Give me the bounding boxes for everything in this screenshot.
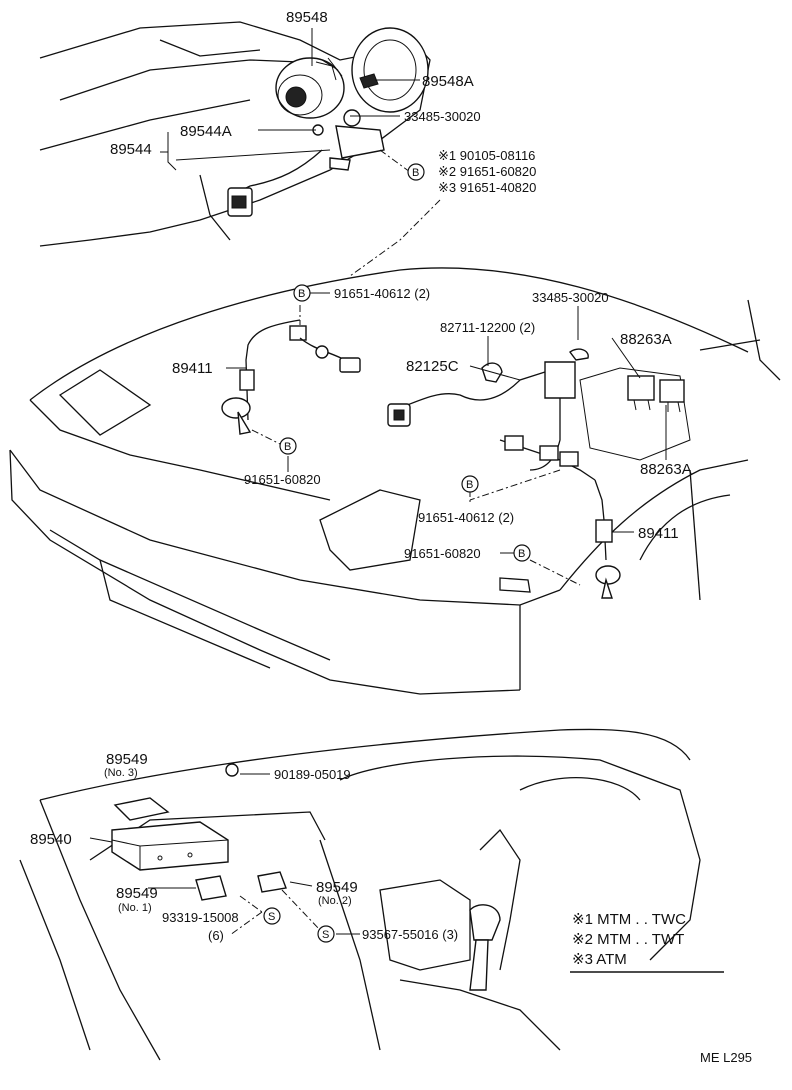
label-b-left: 91651-60820 xyxy=(244,472,321,487)
label-93319: 93319-15008 xyxy=(162,910,239,925)
marker-b: B xyxy=(284,441,291,453)
footer-code: ME L295 xyxy=(700,1050,752,1065)
label-89549-no3-sub: (No. 3) xyxy=(104,767,138,779)
leader-lines xyxy=(89,28,667,936)
label-89548A: 89548A xyxy=(422,73,474,90)
label-89411-left: 89411 xyxy=(172,360,213,377)
label-89544: 89544 xyxy=(110,141,152,158)
marker-letters: B B B B B S S xyxy=(268,167,525,941)
legend-line-2: ※2 MTM . . TWT xyxy=(572,931,684,948)
label-89549-no1: 89549 xyxy=(116,885,158,902)
label-88263A-top: 88263A xyxy=(620,331,672,348)
steering-column-illustration xyxy=(39,21,431,247)
marker-b: B xyxy=(518,548,525,560)
label-89411-right: 89411 xyxy=(638,525,679,542)
marker-b: B xyxy=(466,479,473,491)
label-89540: 89540 xyxy=(30,831,72,848)
part-labels: 89548 89548A 33485-30020 89544A 89544 ※1… xyxy=(30,9,692,943)
label-90189: 90189-05019 xyxy=(274,767,351,782)
label-bolt1: ※1 90105-08116 xyxy=(438,148,535,163)
label-93319-qty: (6) xyxy=(208,928,224,943)
marker-b: B xyxy=(412,167,419,179)
label-33485-mid: 33485-30020 xyxy=(532,290,609,305)
label-89549-no3: 89549 xyxy=(106,751,148,768)
marker-s: S xyxy=(268,911,275,923)
label-89549-no2-sub: (No. 2) xyxy=(318,895,352,907)
legend: ※1 MTM . . TWC ※2 MTM . . TWT ※3 ATM xyxy=(570,911,724,973)
bolt-markers xyxy=(279,163,531,562)
label-b-center2: 91651-60820 xyxy=(404,546,481,561)
label-33485-top: 33485-30020 xyxy=(404,109,481,124)
label-bolt2: ※2 91651-60820 xyxy=(438,164,536,179)
label-89549-no1-sub: (No. 1) xyxy=(118,902,152,914)
label-82125C: 82125C xyxy=(406,358,459,375)
marker-b: B xyxy=(298,288,305,300)
label-93567: 93567-55016 (3) xyxy=(362,927,458,942)
label-89549-no2: 89549 xyxy=(316,879,358,896)
label-82711: 82711-12200 (2) xyxy=(440,320,535,335)
front-body-illustration xyxy=(9,267,781,695)
label-89544A: 89544A xyxy=(180,123,232,140)
screw-markers xyxy=(263,907,335,943)
label-bolt3: ※3 91651-40820 xyxy=(438,180,536,195)
label-b-center1: 91651-40612 (2) xyxy=(418,510,514,525)
label-b-top: 91651-40612 (2) xyxy=(334,286,430,301)
legend-line-1: ※1 MTM . . TWC xyxy=(572,911,686,928)
legend-line-3: ※3 ATM xyxy=(572,951,627,968)
label-89548: 89548 xyxy=(286,9,328,26)
dashboard-illustration xyxy=(19,728,701,1061)
marker-s: S xyxy=(322,929,329,941)
label-88263A-right: 88263A xyxy=(640,461,692,478)
